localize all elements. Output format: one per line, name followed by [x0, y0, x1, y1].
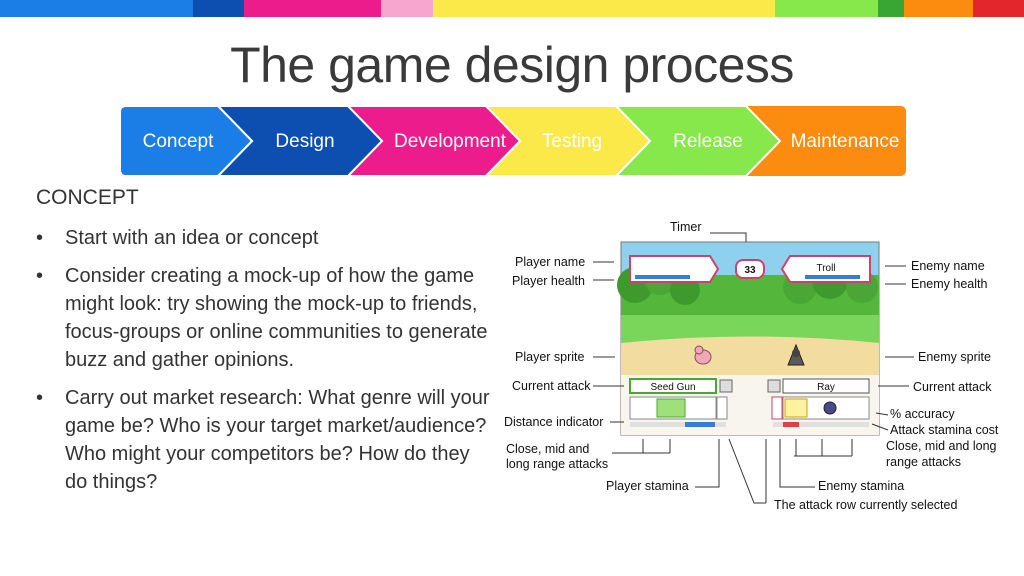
enemy-sprite [787, 343, 805, 366]
bullet-list: Start with an idea or concept Consider c… [36, 224, 496, 506]
label-attack-stamina-cost: Attack stamina cost [890, 423, 999, 437]
label-close-mid-long-right-2: range attacks [886, 455, 961, 469]
enemy-name-value: Troll [816, 263, 835, 274]
topbar-segment [381, 0, 433, 17]
player-attack-row[interactable]: Seed Gun [629, 378, 733, 427]
step-design-label: Design [275, 131, 334, 152]
game-mockup-diagram: 33 Troll Seed Gun [500, 215, 1020, 515]
enemy-attack-value: Ray [817, 382, 835, 393]
topbar-segment [0, 0, 193, 17]
player-name-health-panel [629, 255, 720, 283]
label-current-attack-right: Current attack [913, 380, 992, 394]
top-color-bar [0, 0, 1024, 17]
bullet-item: Carry out market research: What genre wi… [36, 384, 496, 496]
process-chevron-bar: Concept Design Development Testing Relea… [119, 105, 906, 177]
label-player-stamina: Player stamina [606, 479, 689, 493]
label-distance-indicator: Distance indicator [504, 415, 603, 429]
callout-lines [593, 232, 914, 504]
label-close-mid-long-left-1: Close, mid and [506, 442, 589, 456]
step-development-label: Development [394, 131, 507, 152]
game-screen: 33 Troll Seed Gun [617, 241, 880, 436]
player-sprite [694, 345, 712, 365]
svg-text:33: 33 [744, 265, 756, 276]
label-enemy-health: Enemy health [911, 277, 987, 291]
bullet-item: Consider creating a mock-up of how the g… [36, 262, 496, 374]
label-timer: Timer [670, 220, 701, 234]
chevron-maintenance[interactable] [746, 106, 906, 176]
section-heading: CONCEPT [36, 186, 139, 209]
label-enemy-sprite: Enemy sprite [918, 350, 991, 364]
topbar-segment [904, 0, 973, 17]
topbar-segment [433, 0, 775, 17]
page-title: The game design process [230, 37, 794, 93]
label-enemy-stamina: Enemy stamina [818, 479, 904, 493]
label-close-mid-long-right-1: Close, mid and long [886, 439, 997, 453]
enemy-attack-row[interactable]: Ray [767, 378, 870, 427]
topbar-segment [193, 0, 244, 17]
bullet-item: Start with an idea or concept [36, 224, 496, 252]
label-current-attack-left: Current attack [512, 379, 591, 393]
step-maintenance-label: Maintenance [791, 131, 900, 152]
label-player-sprite: Player sprite [515, 350, 585, 364]
label-enemy-name: Enemy name [911, 259, 985, 273]
label-close-mid-long-left-2: long range attacks [506, 457, 608, 471]
topbar-segment [878, 0, 904, 17]
label-player-name: Player name [515, 255, 585, 269]
label-player-health: Player health [512, 274, 585, 288]
topbar-segment [973, 0, 1024, 17]
step-concept-label: Concept [143, 131, 214, 152]
topbar-segment [244, 0, 381, 17]
enemy-name-health-panel: Troll [780, 255, 871, 283]
topbar-segment [775, 0, 878, 17]
label-accuracy: % accuracy [890, 407, 955, 421]
step-release-label: Release [673, 131, 743, 152]
timer-icon: 33 [735, 259, 765, 279]
player-attack-value: Seed Gun [650, 382, 695, 393]
step-testing-label: Testing [542, 131, 602, 152]
label-attack-row: The attack row currently selected [774, 498, 957, 512]
